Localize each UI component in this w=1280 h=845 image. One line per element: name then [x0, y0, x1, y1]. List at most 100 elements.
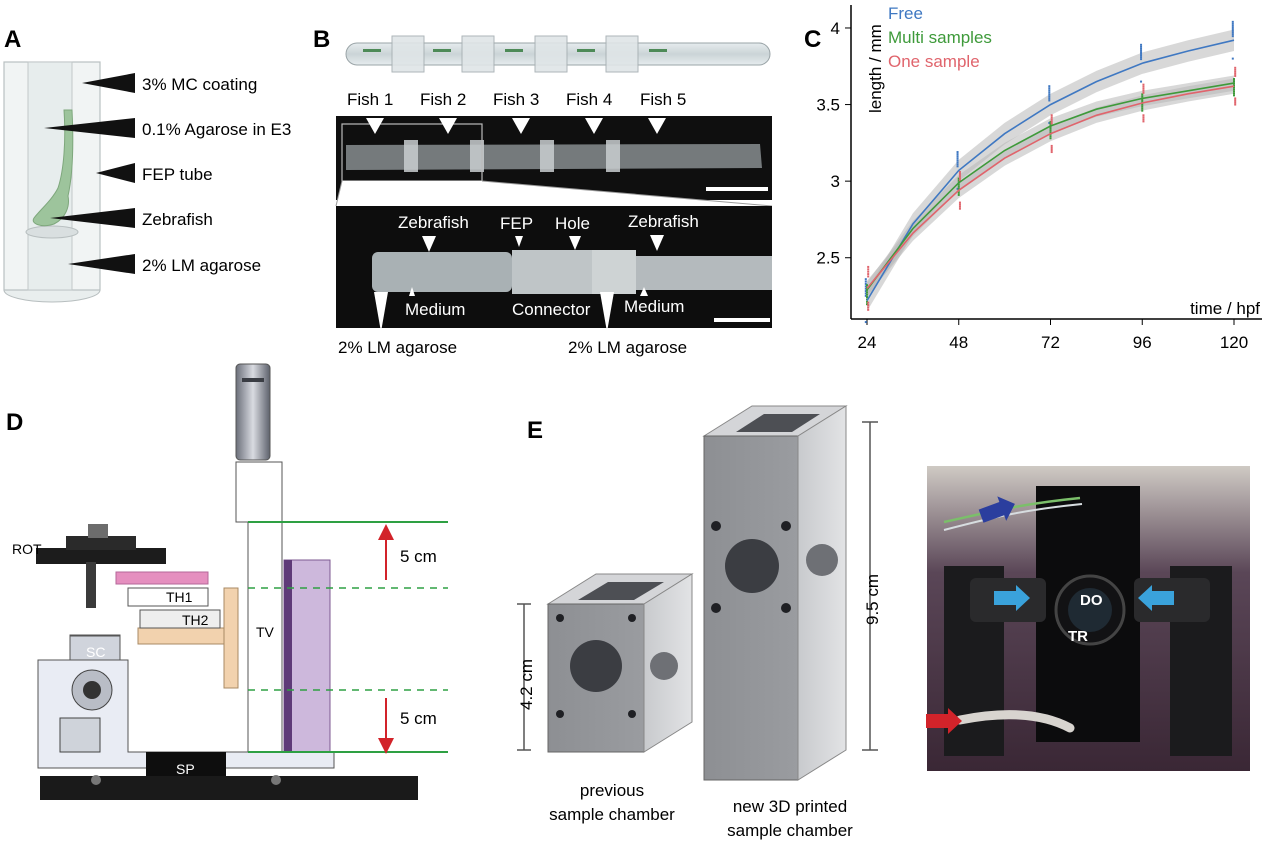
panel-letter-a: A [4, 26, 21, 53]
label-fish-1: Fish 1 [347, 90, 393, 109]
label-medium-inset-left: Medium [405, 300, 465, 319]
panel-a-pointers [44, 73, 135, 274]
data-point [1231, 31, 1234, 34]
x-tick-label: 24 [858, 333, 877, 352]
label-fep-tube: FEP tube [142, 165, 213, 184]
data-point [1140, 47, 1143, 50]
caption-new-1: new 3D printed [733, 797, 847, 816]
data-point [1233, 94, 1235, 97]
data-point [956, 153, 959, 156]
label-th1: TH1 [166, 589, 193, 605]
data-point [864, 292, 867, 295]
data-point [864, 321, 867, 324]
data-point [1233, 88, 1235, 91]
data-point [1142, 85, 1145, 88]
bottom-pointers [374, 292, 614, 332]
data-point [1231, 35, 1234, 38]
data-point [1233, 90, 1235, 93]
data-point [1142, 118, 1145, 121]
data-point [866, 296, 868, 299]
caption-new-2: sample chamber [727, 821, 853, 840]
label-lm-agarose-bottom-1: 2% LM agarose [338, 338, 457, 357]
caption-previous-2: sample chamber [549, 805, 675, 824]
y-tick-label: 4 [831, 19, 840, 38]
data-point [956, 155, 959, 158]
data-point [1140, 80, 1143, 83]
data-point [958, 177, 961, 180]
data-point [1048, 93, 1051, 96]
data-point [956, 165, 959, 168]
objective-lens [235, 363, 283, 523]
rot-stage [36, 524, 166, 608]
data-point [866, 291, 868, 294]
label-mc-coating: 3% MC coating [142, 75, 257, 94]
data-point [958, 170, 961, 173]
data-point [1050, 149, 1053, 152]
label-lm-agarose: 2% LM agarose [142, 256, 261, 275]
data-point [1141, 93, 1144, 96]
data-point [1050, 144, 1053, 147]
data-point [866, 293, 868, 296]
label-hole-inset: Hole [555, 214, 590, 233]
data-point [957, 187, 960, 190]
data-point [1049, 137, 1052, 140]
data-point [1142, 116, 1145, 119]
data-point [1234, 97, 1237, 100]
data-point [956, 161, 959, 164]
label-sp: SP [176, 761, 195, 777]
series-line [866, 39, 1235, 302]
scale-bar [706, 187, 768, 191]
data-point [1049, 122, 1052, 125]
data-point [1234, 103, 1237, 106]
data-point [1050, 118, 1053, 121]
data-point [958, 172, 961, 175]
fep-tube-illustration [3, 61, 101, 303]
label-fish-4: Fish 4 [566, 90, 612, 109]
label-tr: TR [1068, 628, 1088, 645]
panel-a: A 3% MC coating 0.1% Agarose in E3 FEP t… [3, 26, 291, 303]
data-point [957, 183, 960, 186]
holder-plate [223, 587, 239, 689]
data-point [1140, 56, 1143, 59]
data-point [1050, 114, 1053, 117]
data-point [1048, 91, 1051, 94]
data-point [866, 284, 868, 287]
label-5cm-top: 5 cm [400, 547, 437, 566]
label-fep-inset: FEP [500, 214, 533, 233]
data-point [1234, 66, 1237, 69]
data-point [958, 207, 961, 210]
data-point [956, 159, 959, 162]
data-point [864, 290, 867, 293]
data-point [866, 303, 868, 306]
y-tick-label: 3 [831, 172, 840, 191]
data-point [1234, 68, 1237, 71]
data-point [1050, 116, 1053, 119]
data-point [1231, 22, 1234, 25]
data-point [1048, 97, 1051, 100]
legend-entry: Free [888, 4, 923, 23]
label-fish-2: Fish 2 [420, 90, 466, 109]
data-point [1140, 51, 1143, 54]
data-point [956, 163, 959, 166]
data-point [1141, 99, 1144, 102]
data-point [864, 285, 867, 288]
data-point [956, 157, 959, 160]
data-point [1142, 120, 1145, 123]
panel-letter-d: D [6, 409, 23, 436]
label-sc: SC [86, 644, 105, 660]
data-point [1050, 120, 1053, 123]
data-point [1233, 78, 1235, 81]
panel-b: B Fish 1 Fish 2 Fish 3 Fish 4 Fish 5 [313, 26, 773, 357]
data-point [1050, 146, 1053, 149]
chamber-photo [926, 466, 1250, 771]
data-point [864, 294, 867, 297]
label-do: DO [1080, 592, 1103, 609]
data-point [1140, 43, 1143, 46]
dimension-lines [517, 421, 878, 751]
data-point [958, 179, 961, 182]
new-chamber-render [702, 405, 848, 781]
data-point [1141, 105, 1144, 108]
